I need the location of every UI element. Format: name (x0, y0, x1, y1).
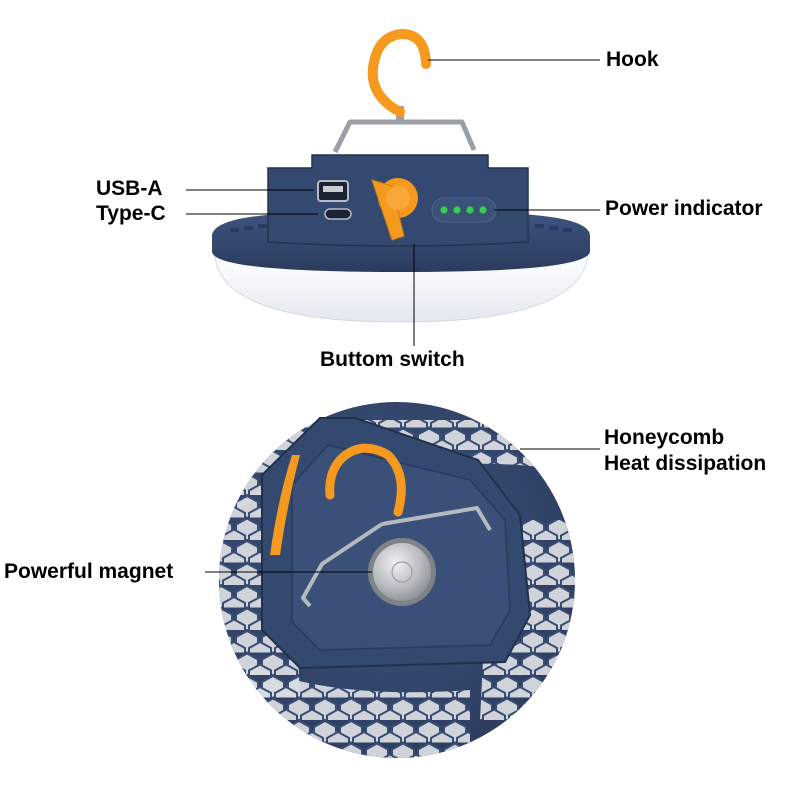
wire-bail (301, 506, 492, 608)
lantern-back-view (219, 402, 575, 758)
magnet-icon (368, 538, 436, 606)
type-c-label: Type-C (96, 202, 166, 225)
hook-icon (367, 28, 431, 117)
usb-a-port-icon (317, 180, 349, 202)
callout-lines (186, 59, 600, 573)
heat-dissipation-label-line2: Heat dissipation (604, 452, 767, 475)
type-c-port-icon (324, 208, 352, 220)
switch-button-icon (371, 178, 418, 241)
hook-label: Hook (606, 48, 659, 71)
button-switch-label: Buttom switch (320, 348, 465, 371)
wire-bail (332, 119, 477, 154)
led-indicator-icon (431, 197, 497, 223)
usb-a-label: USB-A (96, 177, 163, 200)
lantern-side-view (212, 28, 590, 323)
hook-icon (325, 443, 406, 517)
heat-dissipation-label-line1: Honeycomb (604, 426, 725, 449)
magnet-label: Powerful magnet (4, 560, 174, 583)
light-diffuser (214, 254, 589, 323)
power-indicator-label: Power indicator (605, 197, 763, 220)
